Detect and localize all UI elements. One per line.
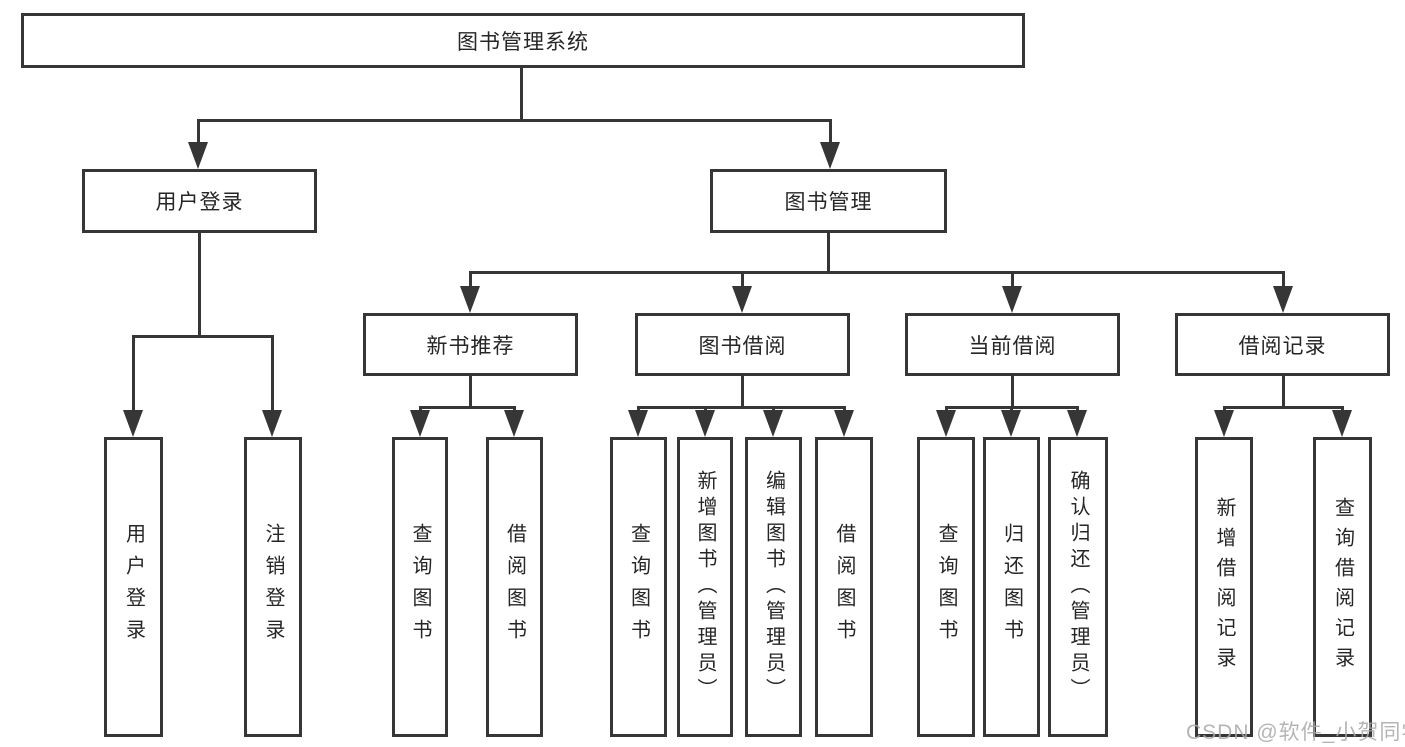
- connector-vline: [741, 271, 744, 288]
- connector-vline: [1282, 271, 1285, 288]
- arrow-down-icon: [763, 410, 783, 437]
- connector-vline: [1011, 376, 1014, 409]
- connector-vline: [132, 335, 135, 412]
- arrow-down-icon: [628, 410, 648, 437]
- leaf-bb-borrow-books-label: 借阅图书: [833, 523, 855, 651]
- leaf-bb-edit-books-admin-label: 编辑图书（管理员）: [762, 470, 785, 704]
- arrow-down-icon: [460, 286, 480, 313]
- arrow-down-icon: [123, 410, 143, 437]
- node-current-borrow-label: 当前借阅: [968, 334, 1057, 358]
- leaf-user-login: 用户登录: [104, 437, 163, 737]
- arrow-down-icon: [834, 410, 854, 437]
- leaf-cb-confirm-return-admin-label: 确认归还（管理员）: [1067, 470, 1089, 704]
- connector-vline: [271, 335, 274, 412]
- connector-vline: [1282, 376, 1285, 409]
- leaf-nb-borrow-books-label: 借阅图书: [503, 523, 526, 651]
- connector-vline: [197, 119, 200, 145]
- arrow-down-icon: [1273, 286, 1293, 313]
- connector-vline: [1010, 406, 1013, 413]
- connector-vline: [513, 406, 516, 413]
- node-root-label: 图书管理系统: [457, 30, 589, 54]
- node-new-book-recommend-label: 新书推荐: [426, 334, 515, 358]
- connector-hline: [419, 406, 516, 409]
- leaf-bb-query-books: 查询图书: [610, 437, 667, 737]
- connector-vline: [843, 406, 846, 413]
- node-new-book-recommend: 新书推荐: [363, 313, 578, 376]
- node-root: 图书管理系统: [21, 13, 1025, 68]
- connector-vline: [637, 406, 640, 413]
- connector-vline: [469, 271, 472, 288]
- connector-vline: [469, 376, 472, 409]
- node-book-management: 图书管理: [710, 169, 947, 233]
- leaf-bb-add-books-admin-label: 新增图书（管理员）: [694, 470, 716, 704]
- node-book-borrow-label: 图书借阅: [698, 334, 787, 358]
- leaf-bb-borrow-books: 借阅图书: [815, 437, 873, 737]
- connector-hline: [469, 271, 1285, 274]
- arrow-down-icon: [1001, 410, 1021, 437]
- connector-vline: [829, 119, 832, 145]
- connector-vline: [772, 406, 775, 413]
- leaf-cb-query-books-label: 查询图书: [935, 523, 957, 651]
- watermark-text: CSDN @软件_小贺同学: [1186, 721, 1405, 744]
- arrow-down-icon: [1002, 286, 1022, 313]
- leaf-cb-return-books: 归还图书: [983, 437, 1040, 737]
- connector-vline: [1011, 271, 1014, 288]
- arrow-down-icon: [1332, 410, 1352, 437]
- connector-vline: [1223, 406, 1226, 413]
- leaf-cb-confirm-return-admin: 确认归还（管理员）: [1048, 437, 1108, 737]
- leaf-user-login-label: 用户登录: [122, 523, 145, 651]
- arrow-down-icon: [1067, 410, 1087, 437]
- connector-vline: [741, 376, 744, 409]
- arrow-down-icon: [262, 410, 282, 437]
- node-user-login: 用户登录: [82, 169, 317, 233]
- arrow-down-icon: [695, 410, 715, 437]
- node-book-borrow: 图书借阅: [635, 313, 850, 376]
- arrow-down-icon: [188, 142, 208, 169]
- node-user-login-label: 用户登录: [155, 191, 244, 214]
- connector-vline: [1076, 406, 1079, 413]
- leaf-br-query-record-label: 查询借阅记录: [1331, 497, 1354, 677]
- connector-vline: [704, 406, 707, 413]
- leaf-bb-edit-books-admin: 编辑图书（管理员）: [745, 437, 802, 737]
- arrow-down-icon: [732, 286, 752, 313]
- node-current-borrow: 当前借阅: [905, 313, 1120, 376]
- connector-vline: [827, 233, 830, 273]
- connector-hline: [132, 335, 274, 338]
- connector-vline: [520, 68, 523, 121]
- connector-hline: [197, 119, 832, 122]
- connector-vline: [945, 406, 948, 413]
- arrow-down-icon: [1214, 410, 1234, 437]
- leaf-nb-query-books: 查询图书: [392, 437, 448, 737]
- arrow-down-icon: [820, 142, 840, 169]
- leaf-br-add-record: 新增借阅记录: [1195, 437, 1253, 737]
- leaf-bb-add-books-admin: 新增图书（管理员）: [677, 437, 733, 737]
- connector-hline: [637, 406, 844, 409]
- leaf-bb-query-books-label: 查询图书: [627, 523, 650, 651]
- node-borrow-records: 借阅记录: [1175, 313, 1390, 376]
- arrow-down-icon: [410, 410, 430, 437]
- connector-vline: [1341, 406, 1344, 413]
- arrow-down-icon: [936, 410, 956, 437]
- leaf-nb-query-books-label: 查询图书: [409, 523, 431, 651]
- connector-hline: [1223, 406, 1343, 409]
- connector-vline: [198, 233, 201, 338]
- leaf-logout-login-label: 注销登录: [262, 523, 284, 651]
- node-borrow-records-label: 借阅记录: [1238, 334, 1327, 358]
- leaf-cb-return-books-label: 归还图书: [1000, 523, 1023, 651]
- leaf-cb-query-books: 查询图书: [917, 437, 975, 737]
- node-book-management-label: 图书管理: [784, 191, 873, 214]
- leaf-br-query-record: 查询借阅记录: [1313, 437, 1372, 737]
- leaf-logout-login: 注销登录: [244, 437, 302, 737]
- arrow-down-icon: [504, 410, 524, 437]
- connector-vline: [419, 406, 422, 413]
- leaf-nb-borrow-books: 借阅图书: [486, 437, 543, 737]
- leaf-br-add-record-label: 新增借阅记录: [1213, 497, 1235, 677]
